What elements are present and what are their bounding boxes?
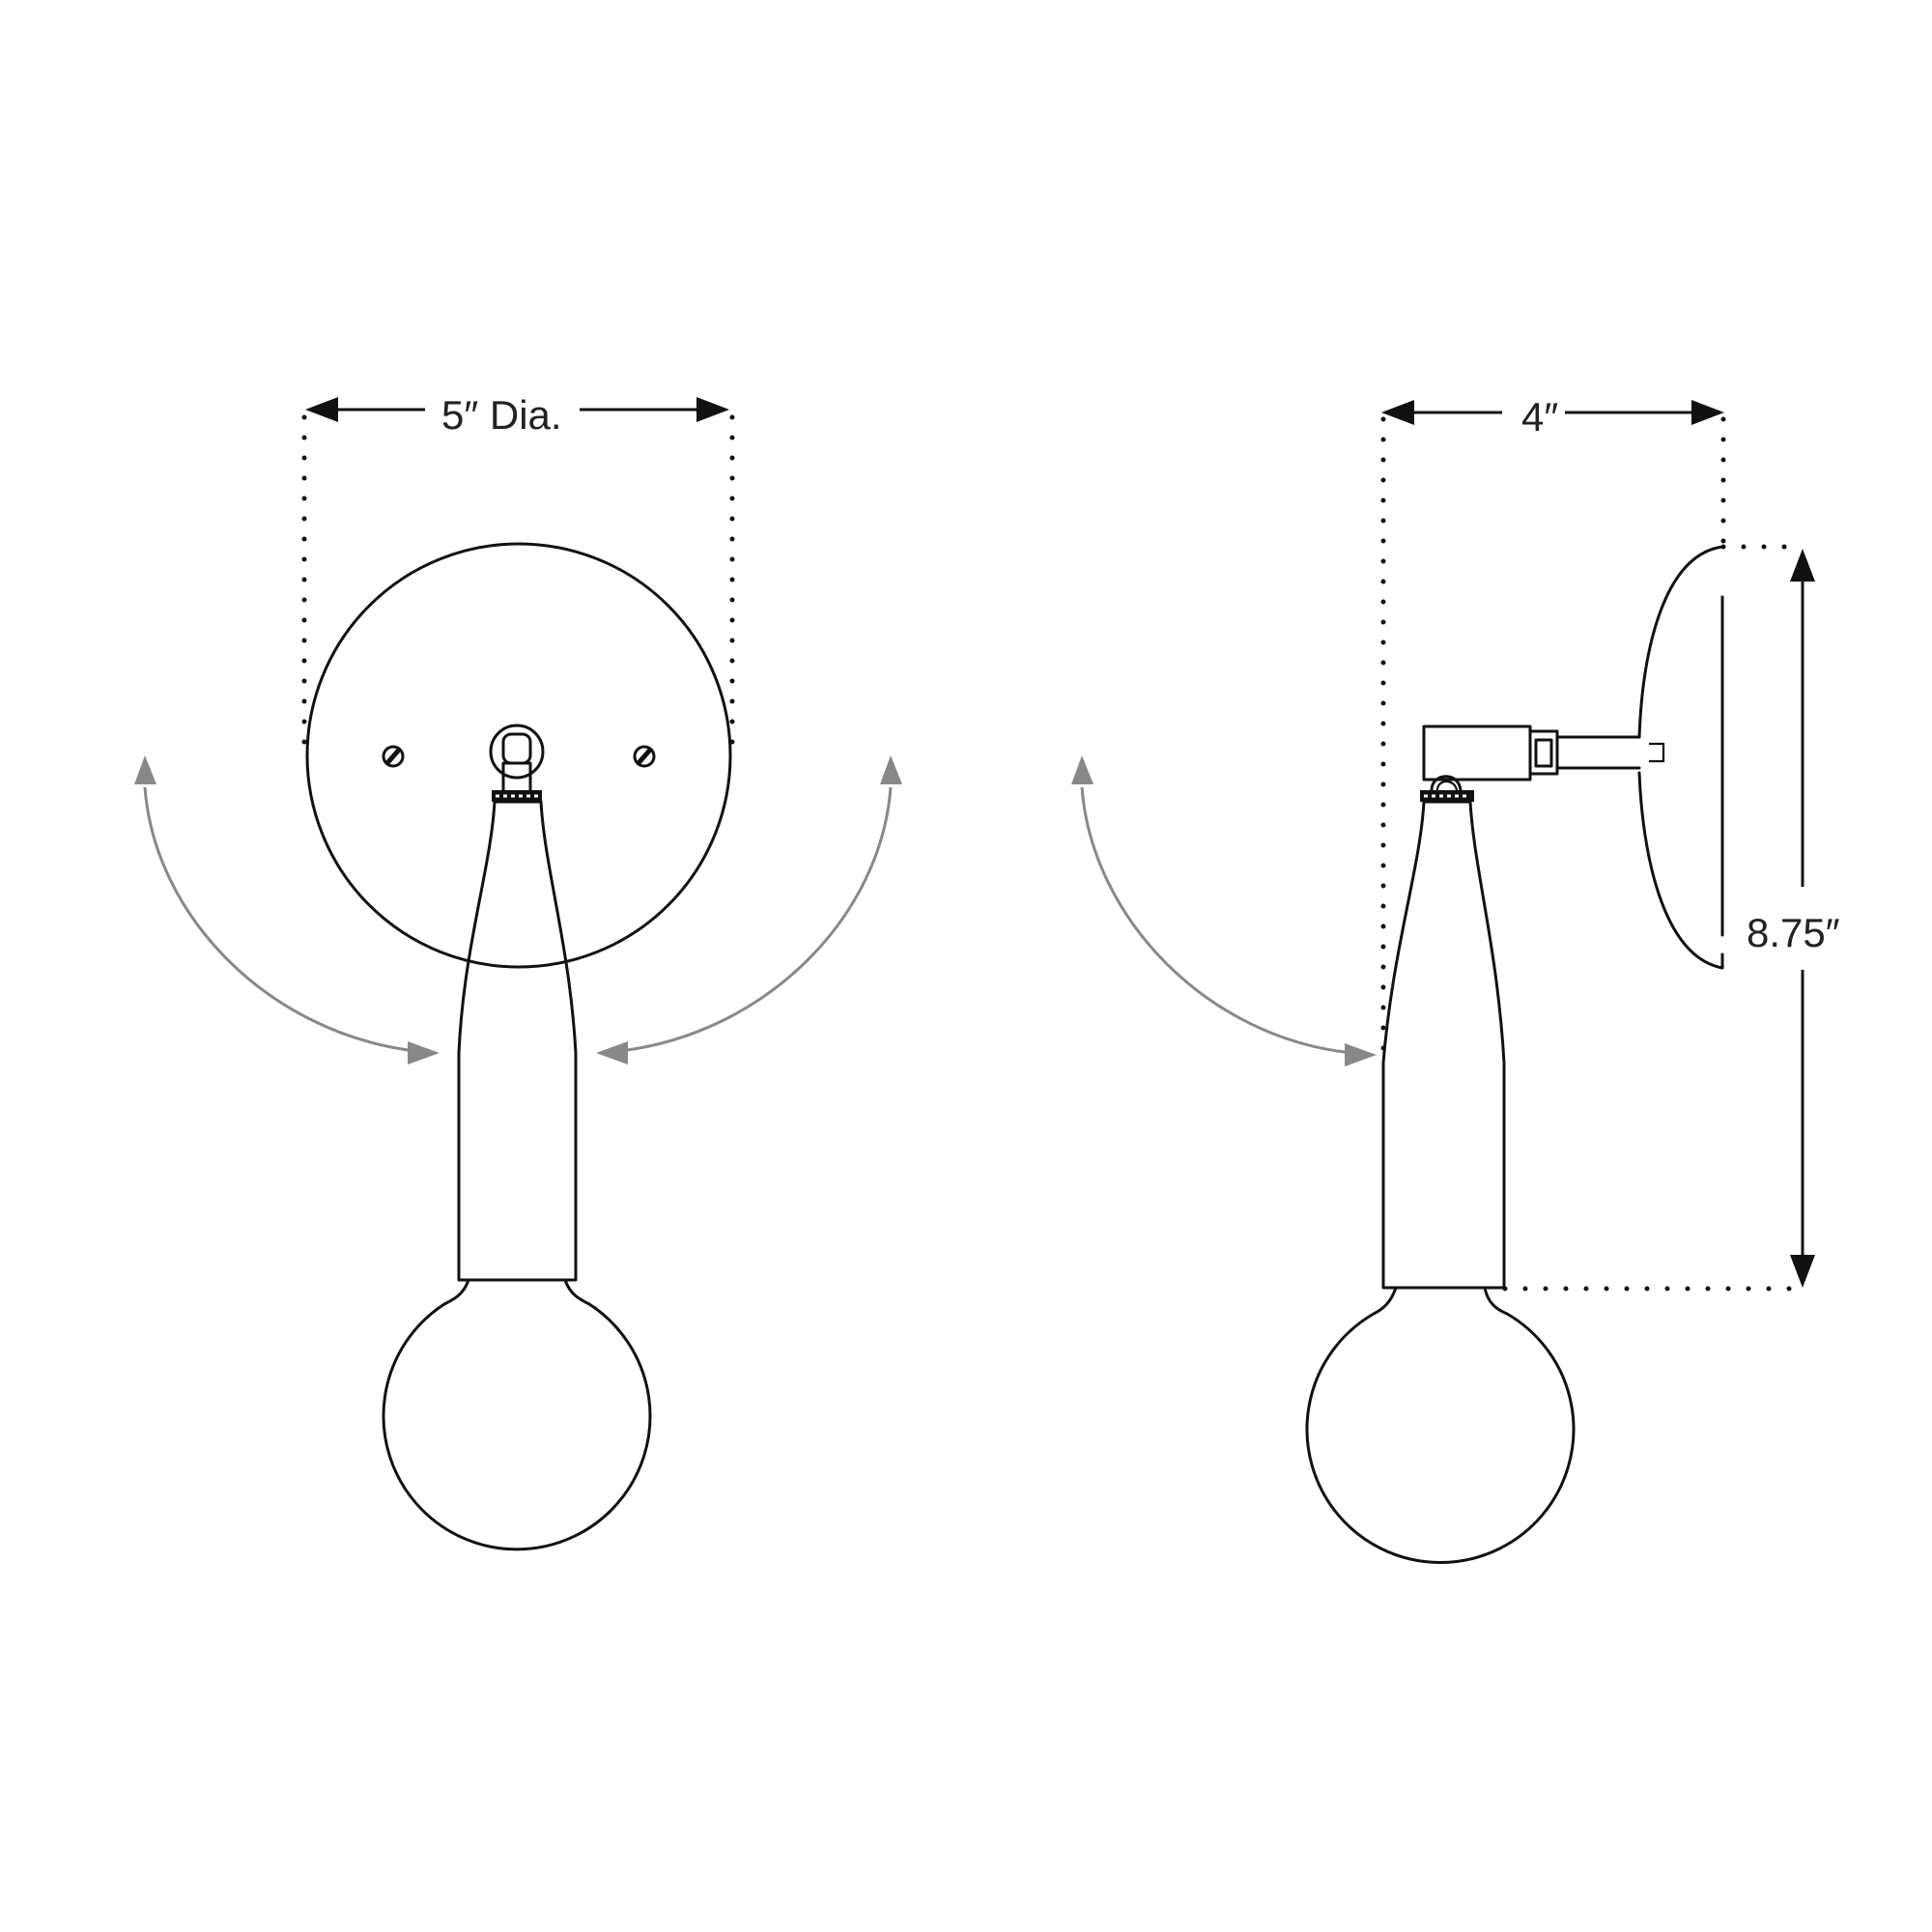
front-width-label: 5″ Dia. xyxy=(441,392,562,438)
rotation-arrow-right-icon xyxy=(596,755,902,1065)
rotation-arrow-left-icon xyxy=(134,755,440,1065)
side-depth-dimension: 4″ xyxy=(1380,394,1726,1065)
side-shade xyxy=(1381,800,1506,1290)
backplate-circle xyxy=(305,542,732,969)
rotation-arrow-side-icon xyxy=(1071,755,1377,1066)
side-swivel-joint xyxy=(1420,775,1474,802)
screw-icon xyxy=(382,745,405,768)
front-view: 5″ Dia. xyxy=(134,392,902,1551)
side-bulb xyxy=(1305,1286,1576,1565)
screw-icon xyxy=(633,745,656,768)
front-bulb xyxy=(382,1278,652,1551)
side-height-dimension: 8.75″ xyxy=(1502,544,1840,1292)
side-height-label: 8.75″ xyxy=(1747,910,1840,955)
side-depth-label: 4″ xyxy=(1521,394,1558,440)
front-width-dimension: 5″ Dia. xyxy=(301,392,735,758)
front-shade xyxy=(457,800,578,1282)
swivel-joint xyxy=(489,724,545,802)
side-backplate xyxy=(1637,545,1724,970)
side-arm xyxy=(1422,724,1641,781)
side-view: 4″ 8.75″ xyxy=(1071,394,1840,1565)
